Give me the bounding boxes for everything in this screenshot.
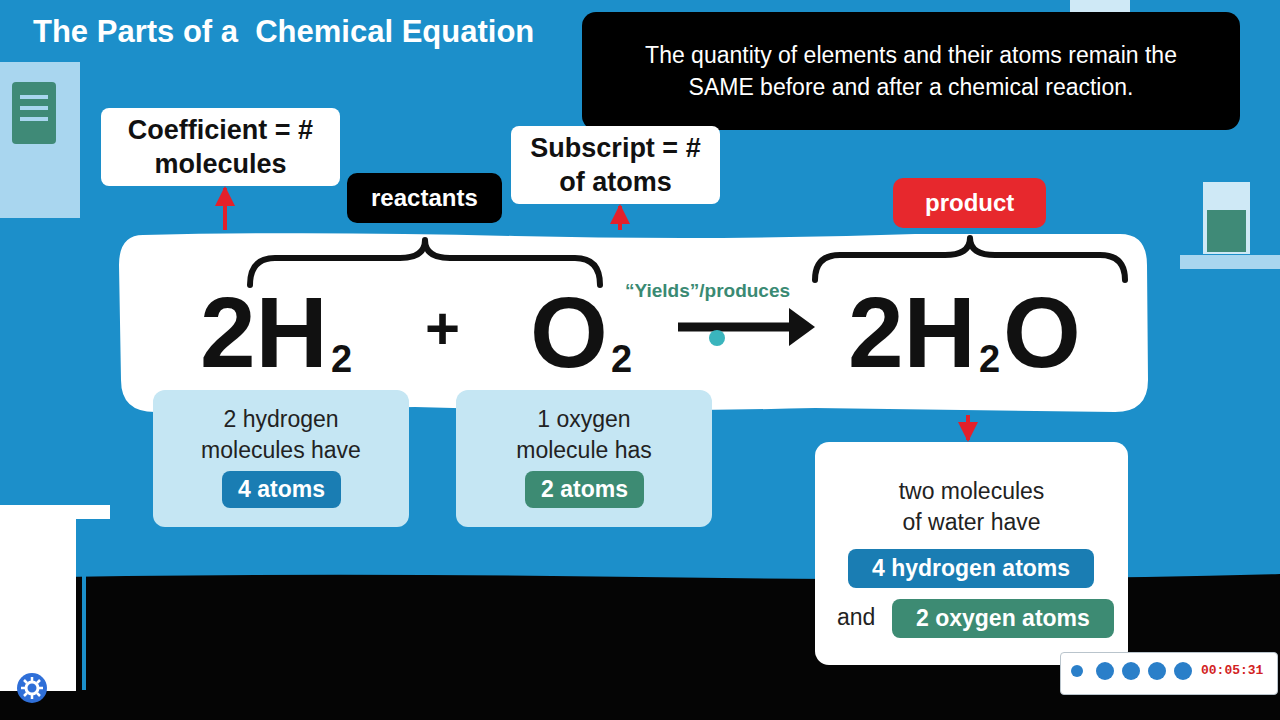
gear-icon-ring (26, 682, 38, 694)
subscript: 2 (979, 340, 1000, 378)
band-outline (119, 233, 1148, 412)
formula-coefficient-element: 2H (200, 282, 328, 382)
clipboard-line (20, 95, 48, 99)
body-text: and (837, 602, 875, 633)
yields-arrow-head (789, 308, 815, 346)
count-pill-text: 4 hydrogen atoms (872, 553, 1070, 584)
clipboard-line (20, 117, 48, 121)
yields-label: “Yields”/produces (625, 280, 790, 302)
clipboard (12, 82, 56, 144)
info-box: 1 oxygen molecule has 2 atoms (456, 390, 712, 527)
count-pill: 4 atoms (222, 471, 341, 508)
gear-icon (17, 673, 47, 703)
yields-arrow-shaft (678, 323, 797, 332)
toolbar-icon (1148, 662, 1166, 680)
info-box: 2 hydrogen molecules have 4 atoms (153, 390, 409, 527)
clipboard-line (20, 106, 48, 110)
label-box: reactants (347, 173, 502, 223)
gear-icon-teeth (21, 677, 43, 699)
top-frame (1070, 0, 1130, 12)
curly-brace (815, 238, 1125, 280)
side-panel (0, 62, 80, 218)
note-text: The quantity of elements and their atoms… (631, 39, 1191, 103)
note-box: The quantity of elements and their atoms… (582, 12, 1240, 130)
callout-text: Coefficient = # molecules (113, 113, 328, 181)
equation-band: 2H2+O2“Yields”/produces2H2O (115, 230, 1150, 415)
bench-top (0, 505, 110, 519)
formula-coefficient-element: 2H (848, 282, 976, 382)
cursor-dot (709, 330, 725, 346)
group-label: reactants (371, 183, 478, 213)
callout-arrow (223, 188, 227, 230)
recorder-toolbar: 00:05:31 (1060, 652, 1278, 695)
beaker-liquid (1207, 210, 1246, 252)
info-box: two molecules of water have and 4 hydrogen… (815, 442, 1128, 665)
curly-brace (250, 240, 600, 285)
formula-element: O (530, 282, 608, 382)
count-pill-text: 4 atoms (238, 474, 325, 505)
count-pill-text: 2 oxygen atoms (916, 603, 1090, 634)
callout-box: Subscript = # of atoms (511, 126, 720, 204)
toolbar-icon (1096, 662, 1114, 680)
body-text: two molecules of water have (892, 476, 1052, 538)
bench-cabinet (0, 519, 76, 691)
toolbar-icons (1061, 653, 1196, 689)
timer-text: 00:05:31 (1201, 663, 1263, 679)
count-pill: 2 atoms (525, 471, 644, 508)
subscript: 2 (331, 340, 352, 378)
count-pill: 4 hydrogen atoms (848, 549, 1094, 588)
toolbar-icon (1174, 662, 1192, 680)
bench-leg (82, 519, 86, 690)
callout-box: Coefficient = # molecules (101, 108, 340, 186)
count-pill: 2 oxygen atoms (892, 599, 1114, 638)
count-pill-text: 2 atoms (541, 474, 628, 505)
page-title: The Parts of a Chemical Equation (33, 14, 534, 50)
plus-sign: + (425, 299, 460, 359)
body-text: 1 oxygen molecule has (497, 404, 672, 466)
callout-arrow (966, 415, 970, 440)
group-label: product (925, 188, 1014, 218)
beaker (1203, 182, 1250, 254)
toolbar-icon (1122, 662, 1140, 680)
label-box: product (893, 178, 1046, 228)
shelf (1180, 255, 1280, 269)
callout-text: Subscript = # of atoms (523, 131, 708, 199)
body-text: 2 hydrogen molecules have (191, 404, 371, 466)
subscript: 2 (611, 340, 632, 378)
callout-arrow (618, 206, 622, 230)
toolbar-icon (1071, 665, 1083, 677)
formula-element: O (1003, 282, 1081, 382)
